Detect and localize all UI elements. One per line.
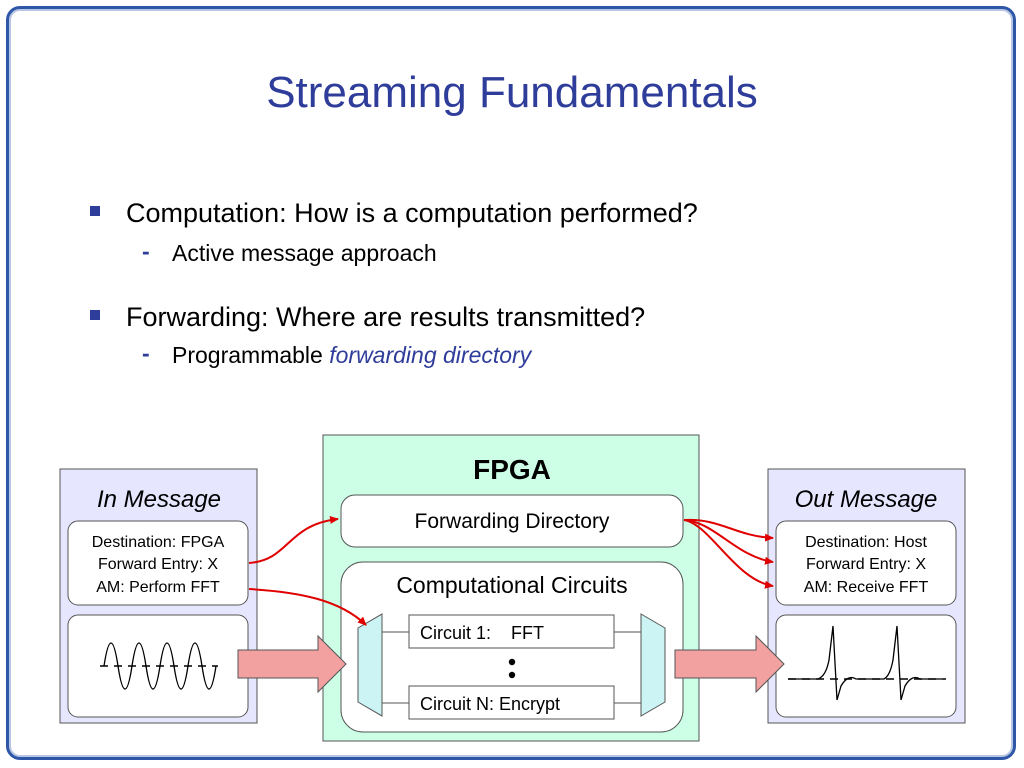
dash-icon: - — [142, 340, 150, 366]
input-demux-shape — [357, 613, 383, 717]
circuit-1-label: Circuit 1: FFT — [420, 623, 544, 643]
sub-bullet-active-message: - Active message approach — [142, 238, 437, 267]
out-message-line: Destination: Host — [805, 534, 927, 551]
out-message-panel: Out Message Destination: Host Forward En… — [767, 468, 966, 724]
am-arrow — [248, 588, 367, 626]
circuit-n-label: Circuit N: Encrypt — [420, 694, 560, 714]
forwarding-directory-label: Forwarding Directory — [415, 510, 610, 533]
bullet-text: Computation: How is a computation perfor… — [126, 198, 698, 228]
fpga-panel: FPGA Forwarding Directory Computational … — [322, 434, 700, 742]
dest-arrow-2 — [683, 519, 774, 565]
ellipsis-dot — [508, 671, 516, 679]
in-message-line: AM: Perform FFT — [96, 579, 220, 596]
bullet-text: Forwarding: Where are results transmitte… — [126, 302, 646, 332]
sine-waveform — [103, 642, 217, 690]
dash-icon: - — [142, 238, 150, 264]
sub-bullet-forwarding-directory: - Programmable forwarding directory — [142, 340, 532, 369]
bullet-square-icon — [90, 206, 100, 216]
out-message-header-box — [775, 520, 957, 606]
forward-entry-arrow — [248, 515, 339, 564]
output-flow-arrow — [674, 634, 785, 694]
sub-bullet-text: Active message approach — [172, 240, 437, 266]
forwarding-directory-box — [340, 494, 684, 548]
dest-arrow-1 — [683, 518, 774, 542]
spike-waveform — [788, 625, 942, 701]
ellipsis-dot — [508, 658, 516, 666]
bullet-square-icon — [90, 310, 100, 320]
dest-arrow-3 — [683, 519, 774, 589]
in-message-title: In Message — [97, 486, 221, 513]
computational-circuits-label: Computational Circuits — [396, 572, 627, 598]
bullet-forwarding: Forwarding: Where are results transmitte… — [90, 302, 646, 333]
sub-bullet-text: Programmable — [172, 342, 330, 368]
circuit-n-box — [408, 685, 615, 720]
in-message-line: Destination: FPGA — [92, 534, 225, 551]
bullet-computation: Computation: How is a computation perfor… — [90, 198, 698, 229]
fpga-title: FPGA — [473, 454, 551, 485]
in-message-header-box — [67, 520, 249, 606]
circuit-1-box — [408, 614, 615, 649]
slide-frame — [6, 6, 1016, 760]
input-flow-arrow — [237, 634, 347, 694]
sub-bullet-emphasis: forwarding directory — [329, 342, 532, 368]
output-mux-shape — [640, 613, 666, 717]
slide-title: Streaming Fundamentals — [266, 68, 758, 117]
out-message-title: Out Message — [795, 486, 938, 513]
in-message-panel: In Message Destination: FPGA Forward Ent… — [59, 468, 258, 724]
out-message-waveform-box — [775, 614, 957, 718]
out-message-line: Forward Entry: X — [806, 556, 926, 573]
in-message-line: Forward Entry: X — [98, 556, 218, 573]
out-message-line: AM: Receive FFT — [804, 579, 929, 596]
